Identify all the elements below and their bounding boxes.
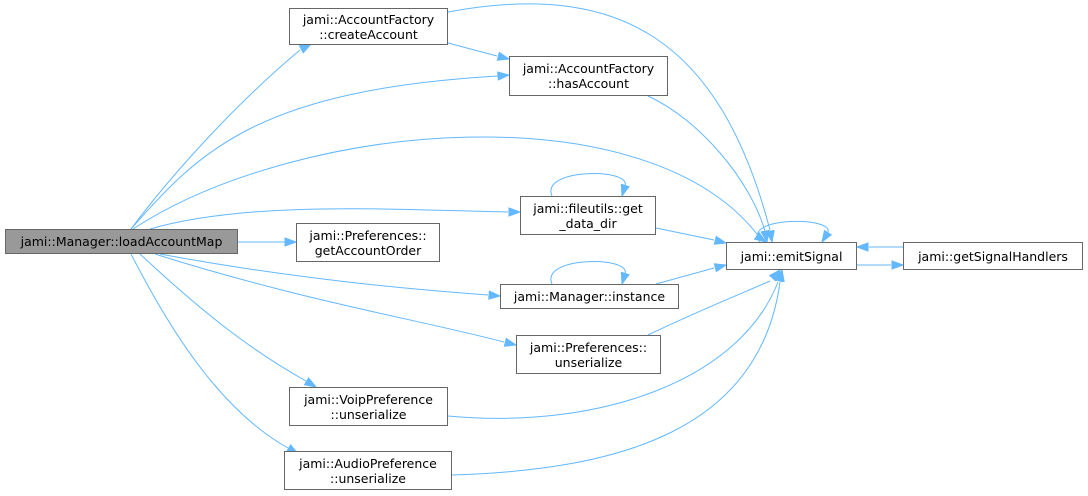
node-label: jami::getSignalHandlers	[918, 248, 1068, 264]
edge-datadir-self-arrowhead	[620, 183, 630, 198]
node-label: ::unserialize	[330, 470, 406, 486]
edge-instance-self-arrowhead	[620, 271, 630, 286]
node-label: jami::Preferences::	[529, 339, 648, 355]
edge-instance-to-emit	[655, 267, 715, 285]
edge-datadir-to-emit-arrowhead	[713, 235, 728, 245]
node-get-account-order[interactable]: jami::Preferences:: getAccountOrder	[296, 223, 440, 262]
edge-load-to-order-arrowhead	[284, 237, 298, 247]
edge-load-to-create	[130, 49, 301, 230]
edge-load-to-emit-arrowhead	[753, 231, 768, 243]
edge-load-to-datadir-arrowhead	[508, 207, 522, 217]
node-label: jami::AccountFactory	[522, 61, 655, 76]
edge-load-to-instance	[159, 253, 489, 296]
node-manager-instance[interactable]: jami::Manager::instance	[500, 284, 679, 309]
node-voip-unserialize[interactable]: jami::VoipPreference ::unserialize	[289, 387, 448, 426]
node-label: ::createAccount	[319, 26, 418, 42]
edge-load-to-prefunser-arrowhead	[503, 337, 518, 347]
edge-emit-self	[756, 220, 829, 243]
node-label: jami::emitSignal	[740, 248, 843, 264]
node-label: jami::Manager::instance	[513, 289, 666, 304]
edge-load-to-voip-arrowhead	[303, 377, 318, 388]
edge-load-to-has-arrowhead	[497, 71, 511, 81]
edge-prefunser-to-emit	[647, 280, 771, 336]
edge-voip-to-emit	[447, 281, 779, 419]
edge-load-to-datadir	[149, 208, 509, 230]
edge-audio-to-emit	[451, 281, 781, 476]
node-label: ::unserialize	[330, 406, 407, 422]
node-label: jami::Preferences::	[309, 227, 427, 243]
node-label: jami::VoipPreference	[304, 391, 433, 407]
edge-has-to-emit	[647, 95, 766, 232]
node-get-data-dir[interactable]: jami::fileutils::get _data_dir	[520, 196, 656, 235]
node-label: getAccountOrder	[314, 242, 422, 258]
edge-handlers-to-emit-arrowhead	[855, 242, 869, 252]
edge-datadir-to-emit	[655, 227, 715, 241]
edge-load-to-emit	[132, 136, 761, 239]
node-get-signal-handlers[interactable]: jami::getSignalHandlers	[903, 242, 1083, 270]
edge-create-to-has	[447, 42, 498, 57]
node-load-account-map[interactable]: jami::Manager::loadAccountMap	[5, 229, 238, 254]
edge-create-to-emit	[447, 3, 771, 231]
edge-instance-self	[550, 261, 626, 285]
edge-load-to-audio	[130, 253, 289, 449]
node-emit-signal[interactable]: jami::emitSignal	[726, 242, 857, 270]
node-has-account[interactable]: jami::AccountFactory ::hasAccount	[509, 56, 668, 96]
edge-load-to-prefunser	[154, 253, 505, 343]
node-audio-unserialize[interactable]: jami::AudioPreference ::unserialize	[284, 451, 452, 490]
edge-has-to-emit-arrowhead	[760, 229, 770, 244]
node-create-account[interactable]: jami::AccountFactory ::createAccount	[289, 8, 448, 45]
edge-audio-to-emit-arrowhead	[775, 268, 785, 283]
edge-instance-to-emit-arrowhead	[713, 263, 728, 273]
node-label: jami::AccountFactory	[302, 11, 435, 27]
node-label: jami::fileutils::get	[533, 200, 643, 216]
edge-load-to-instance-arrowhead	[488, 290, 502, 300]
node-label: jami::AudioPreference	[299, 455, 437, 471]
edge-load-to-create-arrowhead	[298, 43, 313, 54]
edge-create-to-has-arrowhead	[496, 51, 511, 61]
edge-load-to-voip	[139, 253, 307, 382]
node-label: _data_dir	[559, 215, 617, 231]
edge-datadir-self	[550, 173, 626, 197]
node-label: jami::Manager::loadAccountMap	[20, 234, 223, 249]
edge-load-to-has	[130, 75, 499, 230]
node-label: ::hasAccount	[548, 76, 629, 91]
edge-emit-self-arrowhead	[821, 229, 833, 244]
node-preferences-unserialize[interactable]: jami::Preferences:: unserialize	[516, 335, 661, 374]
edge-emit-to-handlers-arrowhead	[891, 260, 905, 270]
node-label: unserialize	[554, 354, 623, 370]
